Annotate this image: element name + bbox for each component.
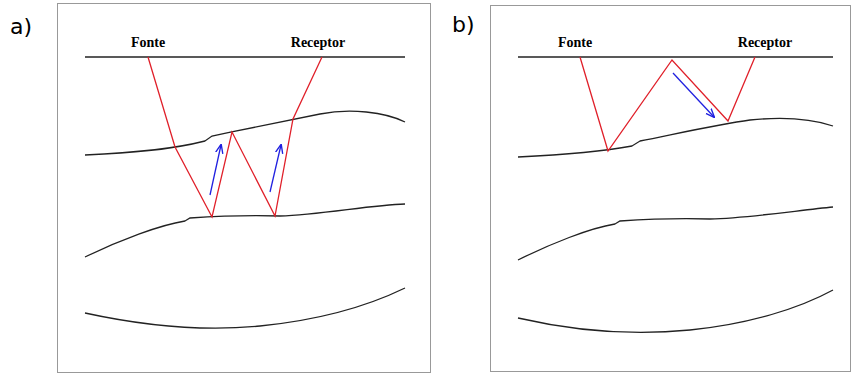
ray-path: [580, 57, 755, 151]
direction-arrow: [673, 73, 714, 117]
surface-line: [518, 56, 833, 57]
panel-letter: a): [10, 16, 32, 38]
interface-line: [85, 204, 405, 257]
interface-line: [518, 290, 833, 332]
interface-line: [85, 288, 405, 328]
panel-frame: [491, 6, 851, 372]
surface-line: [85, 56, 405, 57]
ray-path: [148, 57, 322, 217]
receiver-label: Receptor: [738, 36, 792, 50]
source-label: Fonte: [131, 36, 165, 50]
direction-arrow: [210, 145, 221, 195]
interface-line: [85, 111, 405, 155]
panel-frame: [58, 4, 431, 373]
receiver-label: Receptor: [291, 36, 345, 50]
panel-letter: b): [452, 14, 475, 36]
source-label: Fonte: [558, 36, 592, 50]
interface-line: [518, 118, 833, 157]
direction-arrow: [270, 145, 281, 192]
interface-line: [518, 207, 833, 260]
